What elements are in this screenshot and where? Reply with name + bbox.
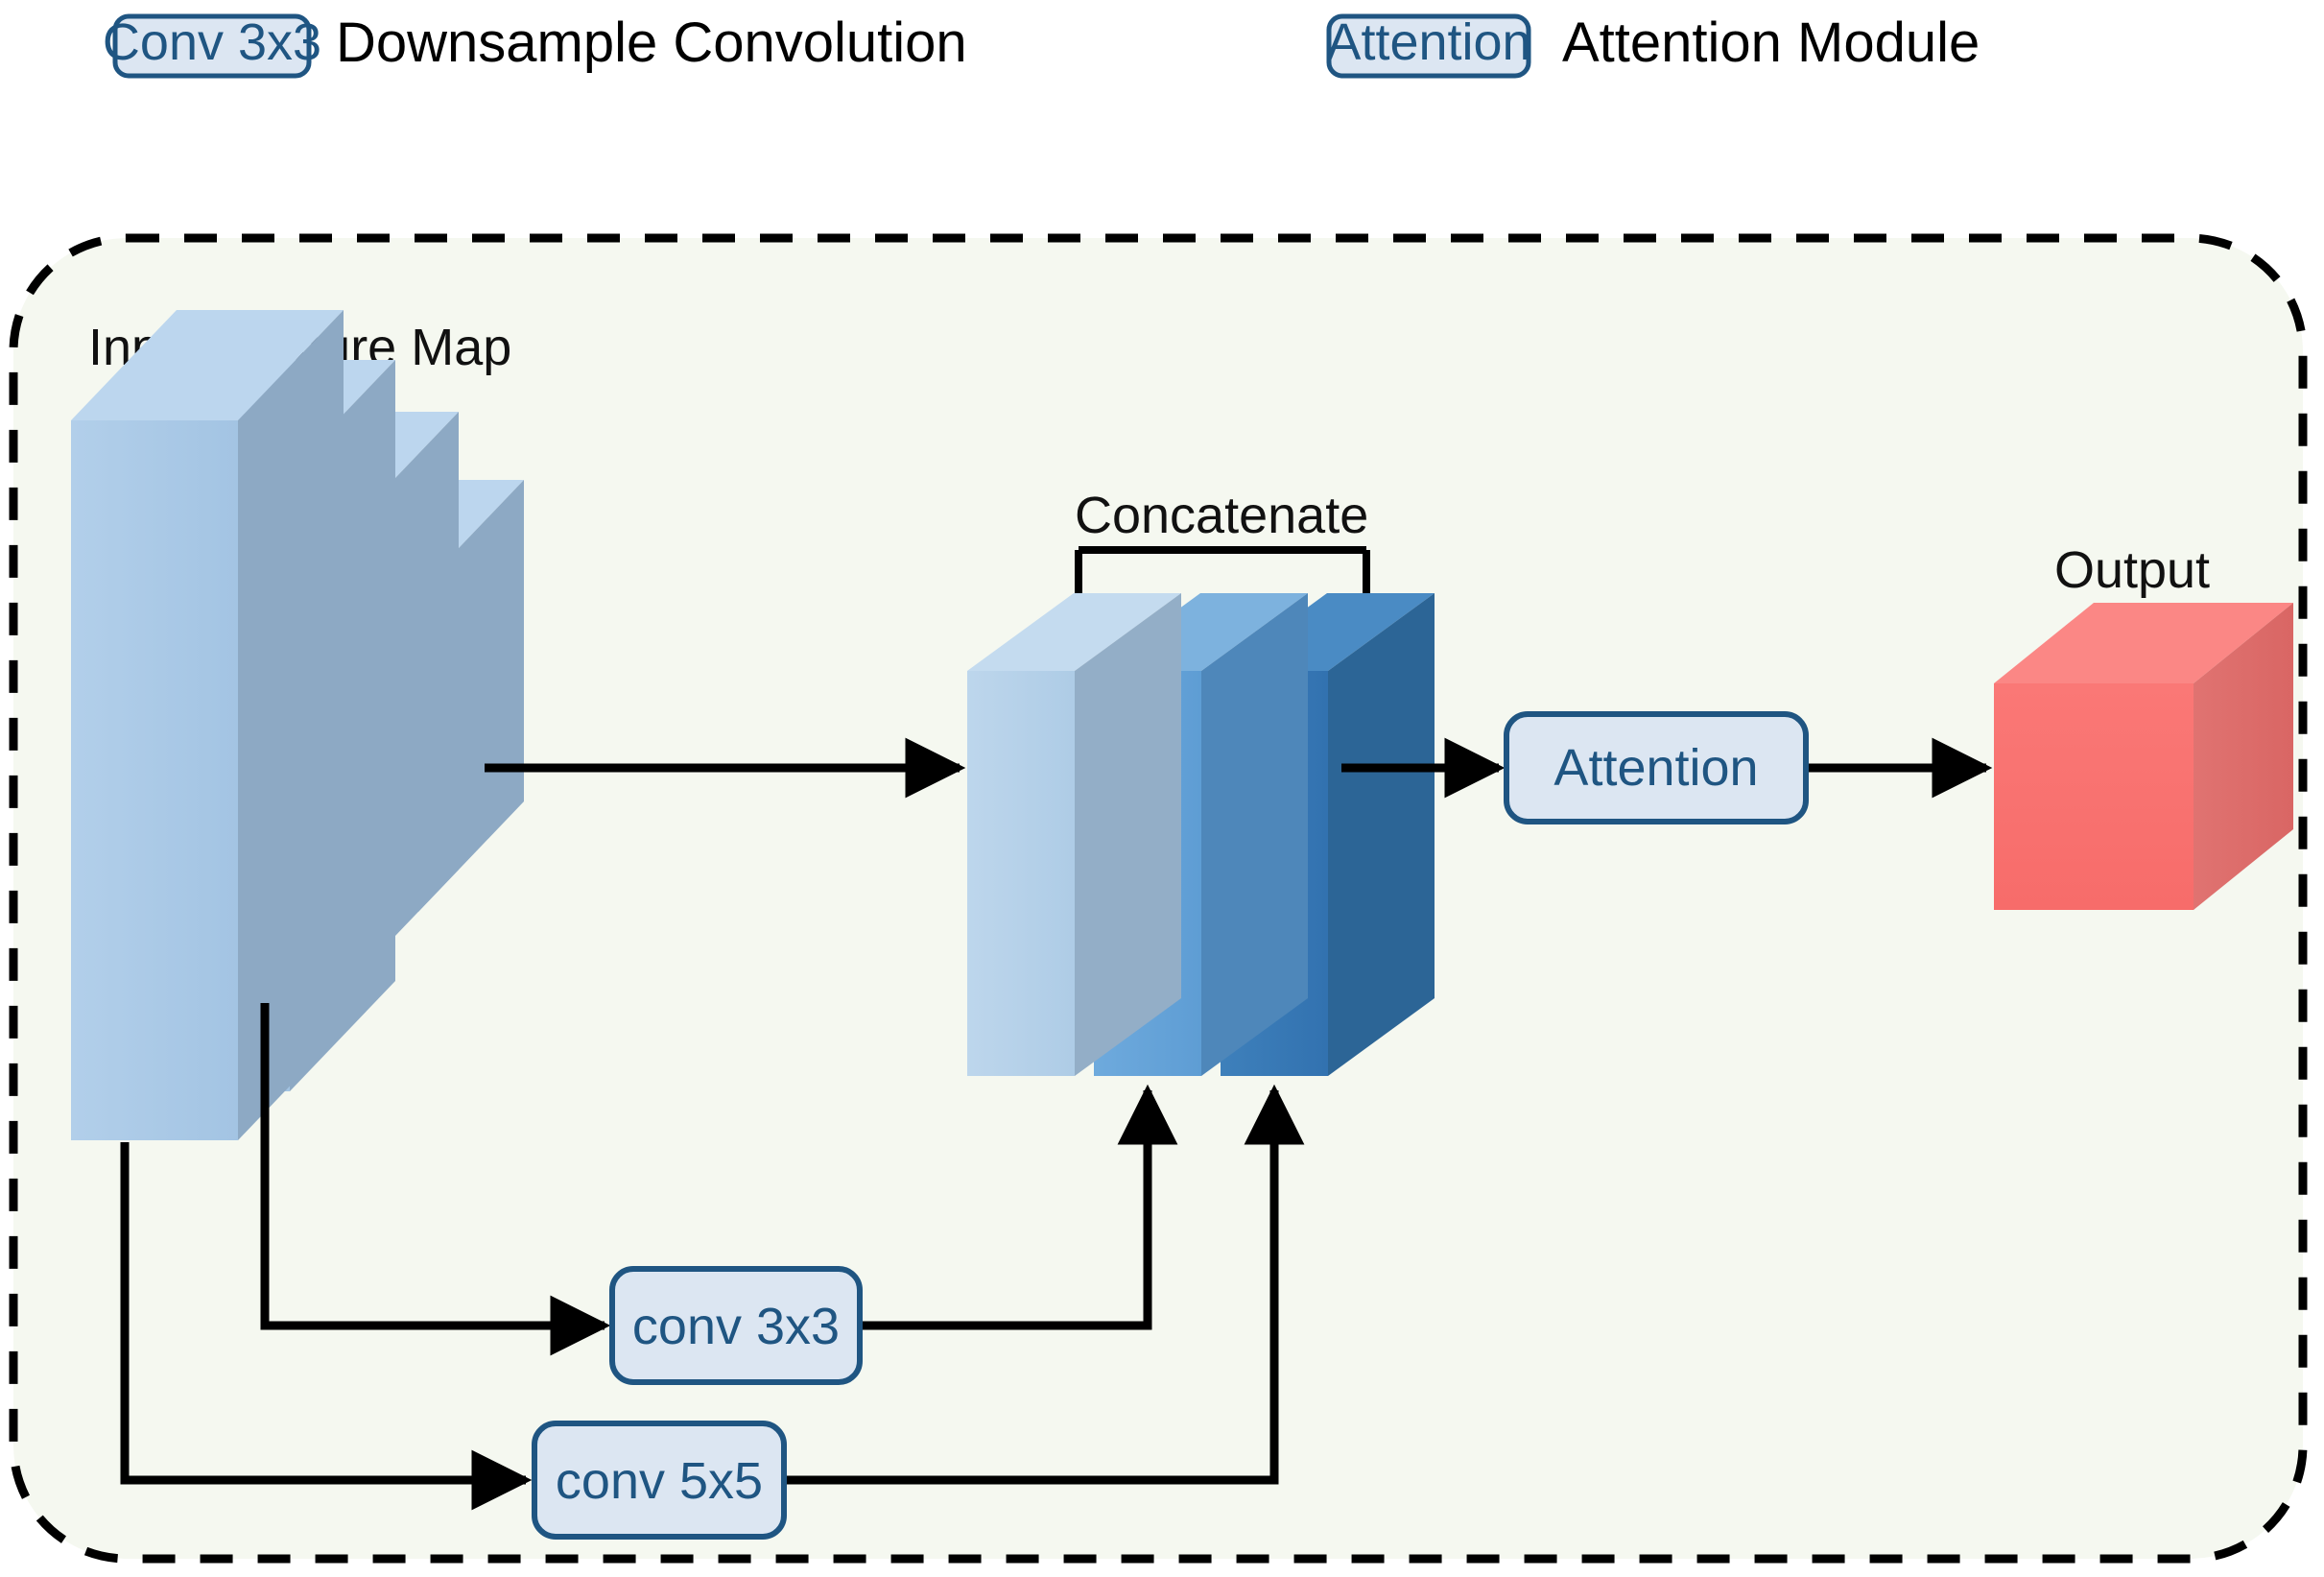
legend-item-attention: Attention Attention Module [1326, 12, 1980, 79]
legend: Conv 3x3 Downsample Convolution Attentio… [103, 12, 1980, 79]
legend-badge-conv-label: Conv 3x3 [103, 13, 321, 71]
conv5x5-label: conv 5x5 [556, 1452, 763, 1510]
attention-label: Attention [1553, 739, 1758, 797]
output-label: Output [2054, 541, 2210, 599]
legend-description-conv: Downsample Convolution [336, 12, 967, 74]
node-attention[interactable]: Attention [1504, 711, 1809, 824]
node-conv3x3[interactable]: conv 3x3 [609, 1266, 863, 1385]
legend-item-conv: Conv 3x3 Downsample Convolution [103, 12, 967, 79]
attention-box[interactable] [1504, 711, 1809, 824]
legend-description-attention: Attention Module [1562, 12, 1980, 74]
edge-slab2-to-conv3x3 [260, 1003, 611, 1356]
input-feature-map [71, 310, 524, 1140]
concatenate-label: Concatenate [1075, 487, 1368, 544]
conv3x3-box[interactable] [609, 1266, 863, 1385]
conv5x5-box[interactable] [532, 1421, 787, 1540]
input-slab-1 [71, 310, 344, 1140]
concatenate-stack [967, 593, 1435, 1076]
output-block [1994, 603, 2293, 910]
edge-conv3x3-to-concat2 [861, 1084, 1178, 1330]
edge-slab1-to-conv5x5 [120, 1142, 533, 1511]
legend-badge-attention-label: Attention [1326, 13, 1530, 71]
edge-conv5x5-to-concat3 [785, 1084, 1305, 1485]
node-conv5x5[interactable]: conv 5x5 [532, 1421, 787, 1540]
legend-badge-conv [112, 13, 312, 79]
legend-badge-attention [1326, 13, 1531, 79]
concat-slab-1 [967, 593, 1181, 1076]
conv3x3-label: conv 3x3 [632, 1298, 840, 1355]
